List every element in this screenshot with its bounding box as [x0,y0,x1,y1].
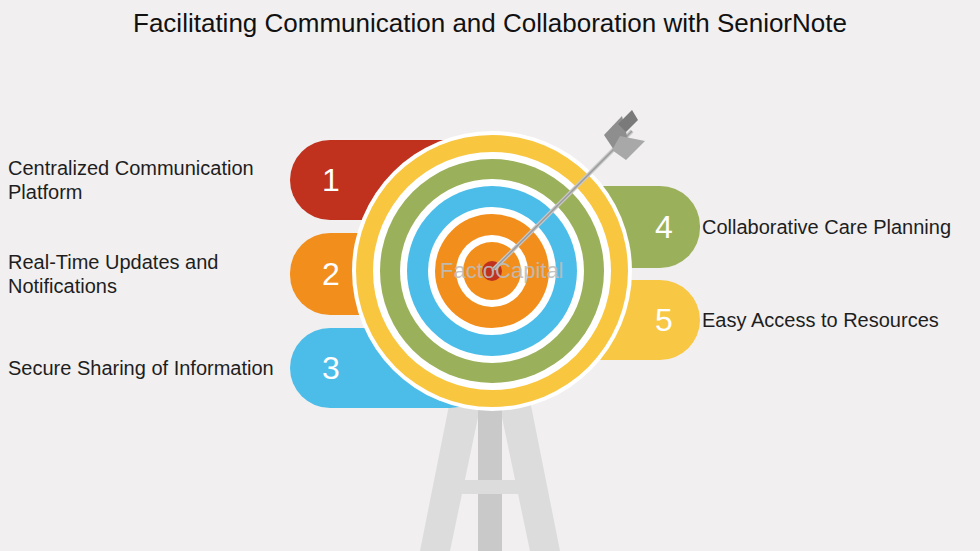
pill-node: 4Collaborative Care Planning [510,186,700,268]
callout-number: 4 [655,211,673,243]
arrow [492,110,645,271]
pill-node: 1Centralized Communication Platform [290,140,490,220]
callout-number: 3 [322,352,340,384]
diagram-title: Facilitating Communication and Collabora… [0,8,980,39]
item-label: Real-Time Updates and Notifications [8,250,283,298]
item-label: Collaborative Care Planning [702,215,974,239]
callout-number: 5 [655,304,673,336]
pill-node: 3Secure Sharing of Information [290,328,490,408]
callout-number: 2 [322,258,340,290]
pill-node: 5Easy Access to Resources [510,280,700,360]
item-label: Centralized Communication Platform [8,156,283,204]
watermark: FactoCapital [440,258,564,284]
target-rings [352,131,632,411]
item-label: Easy Access to Resources [702,308,974,332]
item-label: Secure Sharing of Information [8,356,283,380]
callout-number: 1 [322,164,340,196]
